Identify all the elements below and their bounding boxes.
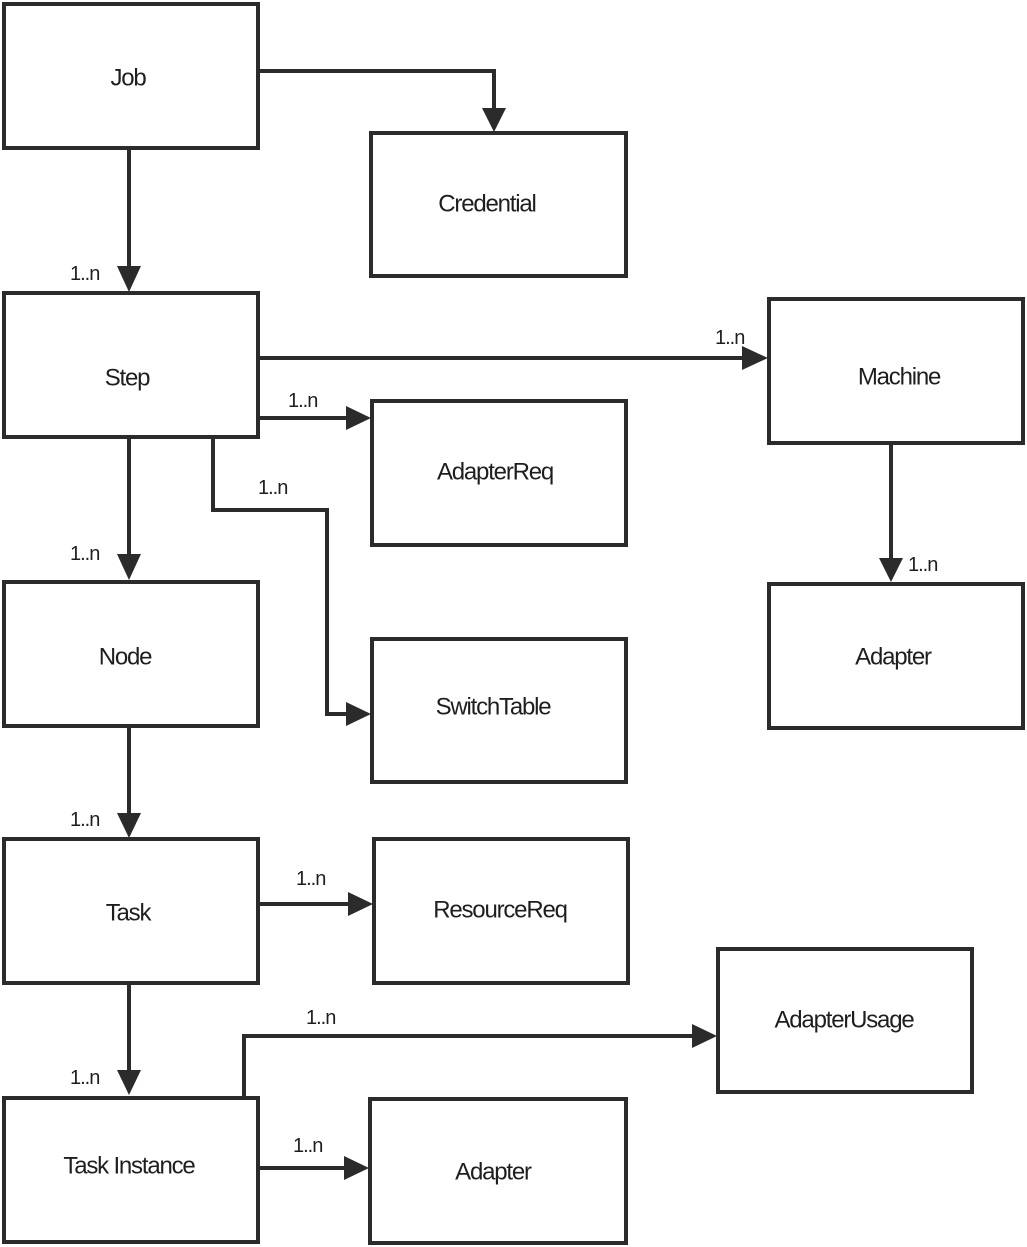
entity-switchtable: SwitchTable xyxy=(370,637,628,784)
multiplicity-instance-adapter: 1..n xyxy=(293,1135,322,1157)
multiplicity-task-taskinstance: 1..n xyxy=(70,1067,99,1089)
entity-resourcereq: ResourceReq xyxy=(372,837,630,985)
entity-adapterreq-label: AdapterReq xyxy=(437,459,553,486)
arrowhead-adapterusage xyxy=(692,1024,717,1048)
multiplicity-step-machine: 1..n xyxy=(715,327,744,349)
entity-job: Job xyxy=(2,2,260,150)
arrowhead-adapterreq xyxy=(346,406,371,430)
arrowhead-taskinstance xyxy=(117,1070,141,1095)
multiplicity-job-step: 1..n xyxy=(70,263,99,285)
entity-credential-label: Credential xyxy=(438,191,535,218)
multiplicity-step-switchtable: 1..n xyxy=(258,477,287,499)
edge-step-switchtable xyxy=(211,437,348,716)
arrowhead-step xyxy=(117,266,141,292)
arrowhead-node xyxy=(117,554,141,580)
entity-task-label: Task xyxy=(106,900,153,927)
multiplicity-instance-adapterusage: 1..n xyxy=(306,1007,335,1029)
entity-task-instance: Task Instance xyxy=(2,1096,260,1244)
arrowhead-credential xyxy=(482,108,506,132)
entity-step: Step xyxy=(2,291,260,439)
entity-task: Task xyxy=(2,837,260,985)
arrowhead-instance-adapter xyxy=(344,1156,369,1180)
arrowhead-machine-adapter xyxy=(879,558,903,582)
entity-node: Node xyxy=(2,580,260,728)
entity-adapter-machine-label: Adapter xyxy=(855,644,932,671)
multiplicity-step-node: 1..n xyxy=(70,543,99,565)
entity-machine-label: Machine xyxy=(858,364,941,391)
entity-switchtable-label: SwitchTable xyxy=(436,694,552,721)
entity-node-label: Node xyxy=(99,644,152,671)
arrowhead-task xyxy=(117,813,141,838)
arrowhead-switchtable xyxy=(346,702,371,726)
entity-adapter-machine: Adapter xyxy=(767,582,1025,730)
entity-machine: Machine xyxy=(767,297,1025,445)
entity-adapterreq: AdapterReq xyxy=(370,399,628,547)
entity-adapter-instance-label: Adapter xyxy=(455,1159,532,1186)
entity-adapter-instance: Adapter xyxy=(368,1097,628,1245)
entity-resourcereq-label: ResourceReq xyxy=(433,897,567,924)
entity-adapterusage-label: AdapterUsage xyxy=(774,1007,914,1034)
multiplicity-node-task: 1..n xyxy=(70,809,99,831)
multiplicity-machine-adapter: 1..n xyxy=(908,554,937,576)
arrowhead-resourcereq xyxy=(348,892,373,916)
entity-step-label: Step xyxy=(105,365,150,392)
multiplicity-step-adapterreq: 1..n xyxy=(288,390,317,412)
entity-adapterusage: AdapterUsage xyxy=(716,947,974,1094)
arrowhead-machine xyxy=(742,346,768,370)
entity-task-instance-label: Task Instance xyxy=(63,1153,195,1180)
entity-job-label: Job xyxy=(110,65,146,92)
entity-credential: Credential xyxy=(369,131,628,278)
edge-job-credential xyxy=(259,69,496,110)
multiplicity-task-resourcereq: 1..n xyxy=(296,868,325,890)
edge-instance-adapterusage xyxy=(242,1034,694,1097)
